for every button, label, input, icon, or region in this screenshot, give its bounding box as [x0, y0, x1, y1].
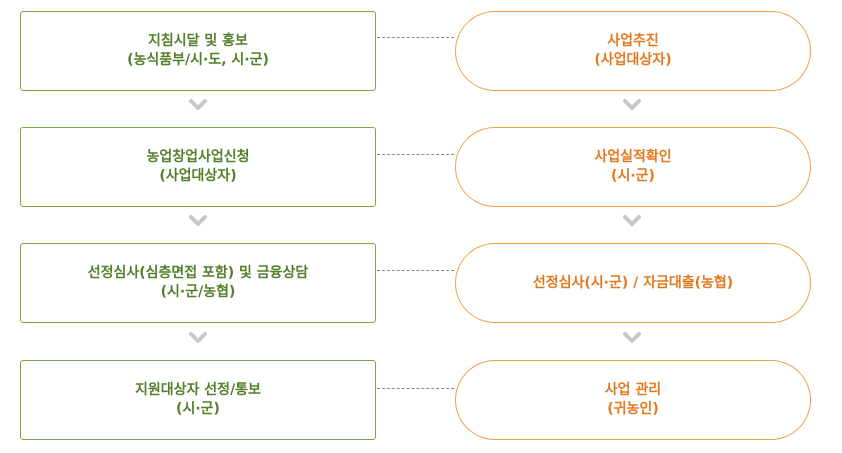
left-step-3-line2: (시·군/농협) [160, 284, 236, 300]
chevron-down-icon [188, 332, 208, 344]
right-step-2: 사업실적확인 (시·군) [455, 127, 811, 207]
left-step-2: 농업창업사업신청 (사업대상자) [20, 127, 376, 207]
left-step-4: 지원대상자 선정/통보 (시·군) [20, 360, 376, 440]
chevron-down-icon [188, 215, 208, 227]
connector-2 [377, 154, 454, 155]
left-step-4-line2: (시·군) [176, 401, 220, 417]
connector-1 [377, 37, 454, 38]
chevron-down-icon [622, 99, 642, 111]
right-step-4-line1: 사업 관리 [604, 382, 662, 398]
right-step-2-line2: (시·군) [611, 168, 655, 184]
right-step-1-line1: 사업추진 [607, 33, 659, 49]
connector-3 [377, 270, 454, 271]
left-step-1-line2: (농식품부/시·도, 시·군) [127, 52, 269, 68]
left-step-1: 지침시달 및 홍보 (농식품부/시·도, 시·군) [20, 11, 376, 91]
left-step-2-line2: (사업대상자) [159, 168, 237, 184]
right-step-2-line1: 사업실적확인 [594, 149, 672, 165]
left-step-2-line1: 농업창업사업신청 [146, 149, 250, 165]
connector-4 [377, 388, 454, 389]
right-step-4-line2: (귀농인) [607, 401, 659, 417]
left-step-1-line1: 지침시달 및 홍보 [148, 33, 248, 49]
left-step-3-line1: 선정심사(심층면접 포함) 및 금융상담 [87, 265, 309, 281]
right-step-3: 선정심사(시·군) / 자금대출(농협) [455, 243, 811, 323]
right-step-4: 사업 관리 (귀농인) [455, 360, 811, 440]
chevron-down-icon [622, 332, 642, 344]
right-step-1-line2: (사업대상자) [594, 52, 672, 68]
right-step-3-line1: 선정심사(시·군) / 자금대출(농협) [532, 274, 734, 291]
chevron-down-icon [622, 215, 642, 227]
chevron-down-icon [188, 99, 208, 111]
left-step-3: 선정심사(심층면접 포함) 및 금융상담 (시·군/농협) [20, 243, 376, 323]
left-step-4-line1: 지원대상자 선정/통보 [135, 382, 261, 398]
right-step-1: 사업추진 (사업대상자) [455, 11, 811, 91]
